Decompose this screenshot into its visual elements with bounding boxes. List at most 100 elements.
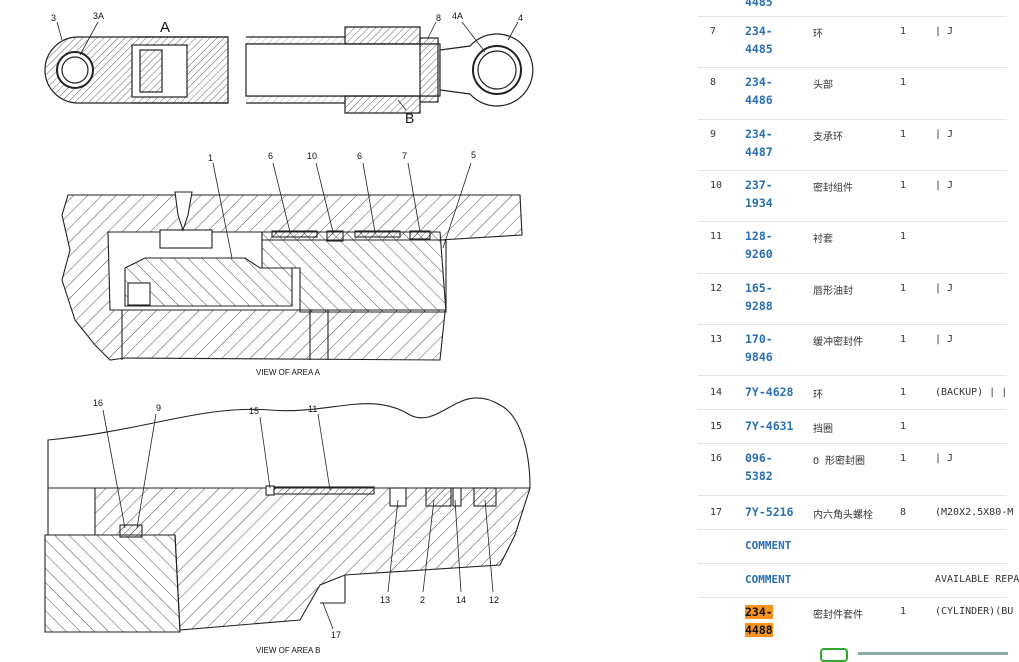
pn-part-a: 7Y-5216 xyxy=(745,505,794,519)
row-index: 7 xyxy=(710,26,717,37)
row-index: 15 xyxy=(710,421,723,432)
part-description: 挡圈 xyxy=(813,424,833,435)
part-number-link[interactable]: 7Y-4631 xyxy=(745,418,805,436)
callout-10: 10 xyxy=(307,151,317,161)
table-row: 12 165-9288 唇形油封 1 | J xyxy=(698,273,1007,325)
pn-part-b: 4487 xyxy=(745,144,773,159)
part-number-link[interactable]: 165-9288 xyxy=(745,280,805,315)
row-index: 12 xyxy=(710,283,723,294)
pn-part-a: 234- xyxy=(745,24,773,38)
part-quantity: 1 xyxy=(900,334,907,345)
part-description: 衬套 xyxy=(813,234,833,245)
scroll-indicator[interactable] xyxy=(858,652,1008,655)
cylinder-exploded-drawing: 3 3A A 8 4A 4 B 1 6 10 6 7 5 VIEW OF ARE… xyxy=(44,11,534,655)
row-index: 17 xyxy=(710,507,723,518)
comment-link[interactable]: COMMENT xyxy=(745,539,792,552)
comment-link[interactable]: COMMENT xyxy=(745,573,792,586)
callout-1: 1 xyxy=(208,153,213,163)
part-number-link[interactable]: 4485 xyxy=(745,0,773,9)
pn-part-a: 237- xyxy=(745,178,773,192)
callout-9: 9 xyxy=(156,403,161,413)
area-a-caption: VIEW OF AREA A xyxy=(256,368,321,377)
pn-part-b: 4486 xyxy=(745,92,773,107)
callout-4: 4 xyxy=(518,13,523,23)
part-quantity: 1 xyxy=(900,231,907,242)
part-quantity: 1 xyxy=(900,129,907,140)
callout-3a: 3A xyxy=(93,11,104,21)
overview-callouts xyxy=(56,21,519,111)
part-note: (BACKUP) | | xyxy=(935,387,1008,398)
area-b-section xyxy=(44,397,531,633)
part-quantity: 1 xyxy=(900,77,907,88)
cart-icon[interactable] xyxy=(820,648,848,662)
callout-15: 15 xyxy=(249,406,259,416)
part-number-link[interactable]: 234-4487 xyxy=(745,126,805,161)
callout-8: 8 xyxy=(436,13,441,23)
part-description: 支承环 xyxy=(813,132,843,143)
callout-3: 3 xyxy=(51,13,56,23)
callout-6a: 6 xyxy=(268,151,273,161)
pn-part-a: 234- xyxy=(745,75,773,89)
part-description: 环 xyxy=(813,390,823,401)
pn-part-a: 096- xyxy=(745,451,773,465)
pn-part-b: 5382 xyxy=(745,468,773,483)
part-number-link[interactable]: 7Y-5216 xyxy=(745,504,805,522)
part-note: | J xyxy=(935,129,954,140)
pn-part-b: 9846 xyxy=(745,349,773,364)
callout-b: B xyxy=(405,110,414,126)
area-a-section xyxy=(61,191,523,361)
pn-part-b: 4485 xyxy=(745,41,773,56)
callout-12: 12 xyxy=(489,595,499,605)
part-number-link[interactable]: 7Y-4628 xyxy=(745,384,805,402)
pn-part-a: 234- xyxy=(745,605,773,619)
pn-part-a: 7Y-4628 xyxy=(745,385,794,399)
part-quantity: 1 xyxy=(900,283,907,294)
part-note: (CYLINDER)(BU xyxy=(935,606,1014,617)
callout-4a: 4A xyxy=(452,11,463,21)
part-number-link-highlighted[interactable]: 234- 4488 xyxy=(745,604,805,639)
part-description: 密封组件 xyxy=(813,183,853,194)
part-number-link[interactable]: 234- 4486 xyxy=(745,74,805,109)
part-number-link[interactable]: 128- 9260 xyxy=(745,228,805,263)
callout-5: 5 xyxy=(471,150,476,160)
callout-17: 17 xyxy=(331,630,341,640)
area-a-callouts xyxy=(212,162,472,259)
callout-a: A xyxy=(160,19,170,36)
part-number-link[interactable]: 234- 4485 xyxy=(745,23,805,58)
part-quantity: 1 xyxy=(900,387,907,398)
part-description: O 形密封圈 xyxy=(813,456,866,467)
callout-6b: 6 xyxy=(357,151,362,161)
cylinder-overview xyxy=(44,26,534,114)
part-number-link[interactable]: 237- 1934 xyxy=(745,177,805,212)
comment-row: COMMENT xyxy=(698,529,1007,564)
table-row-highlighted: 234- 4488 密封件套件 1 (CYLINDER)(BU xyxy=(698,597,1013,656)
pn-part-b: 9260 xyxy=(745,246,773,261)
part-description: 唇形油封 xyxy=(813,286,853,297)
area-b-callouts xyxy=(102,409,494,630)
part-quantity: 1 xyxy=(900,606,907,617)
callout-14: 14 xyxy=(456,595,466,605)
part-note: | J xyxy=(935,26,954,37)
callout-16: 16 xyxy=(93,398,103,408)
part-number-link[interactable]: 170- 9846 xyxy=(745,331,805,366)
part-note: | J xyxy=(935,283,954,294)
pn-part-a: 170- xyxy=(745,332,773,346)
pn-part-a: 165- xyxy=(745,281,773,295)
pn-part-a: 7Y-4631 xyxy=(745,419,794,433)
part-note: | J xyxy=(935,453,954,464)
part-number-link[interactable]: 096- 5382 xyxy=(745,450,805,485)
callout-13: 13 xyxy=(380,595,390,605)
part-quantity: 1 xyxy=(900,26,907,37)
pn-part-b: 1934 xyxy=(745,195,773,210)
pn-part-a: 128- xyxy=(745,229,773,243)
row-index: 13 xyxy=(710,334,723,345)
table-row: 4485 xyxy=(698,0,1007,17)
